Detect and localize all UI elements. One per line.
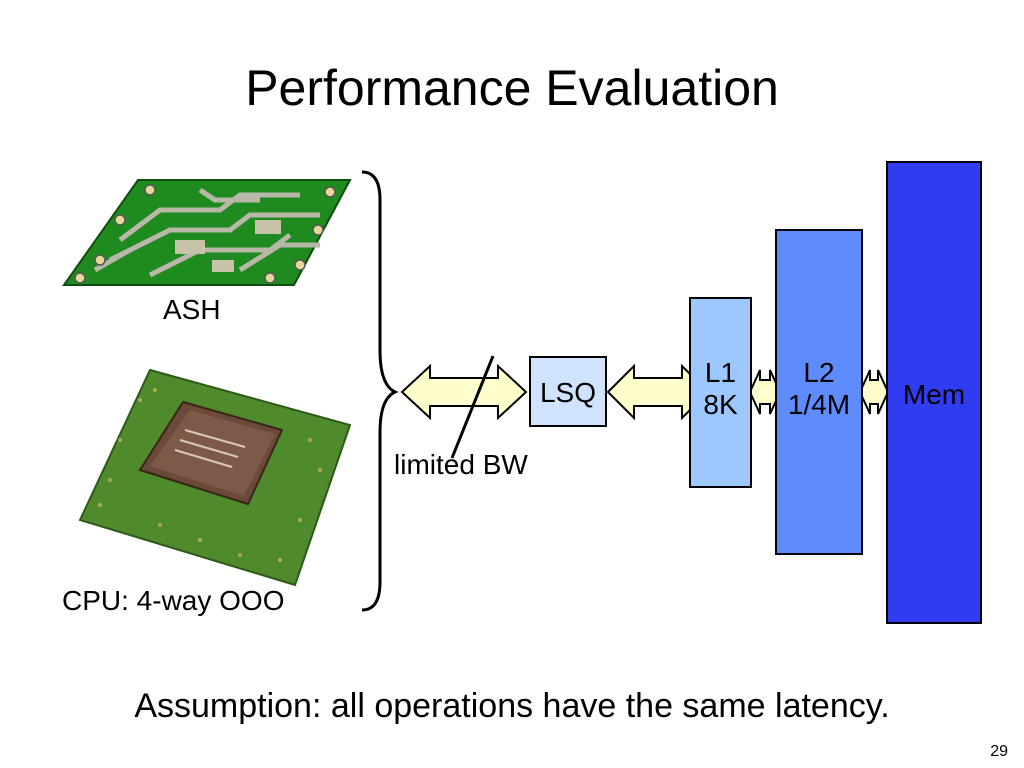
cpu-label: CPU: 4-way OOO <box>62 585 285 616</box>
assumption-text: Assumption: all operations have the same… <box>134 687 890 725</box>
l2-size: 1/4M <box>787 389 851 420</box>
mem-label: Mem <box>902 379 966 410</box>
l1-cache-box: L1 8K <box>689 297 752 488</box>
l2-cache-box: L2 1/4M <box>775 229 863 555</box>
lsq-box: LSQ <box>529 356 607 427</box>
l2-name: L2 <box>803 357 835 388</box>
memory-box: Mem <box>886 161 982 624</box>
circuit-board-icon <box>62 179 352 286</box>
arrow-l2-mem-icon <box>858 369 890 415</box>
slide-title: Performance Evaluation <box>245 60 779 116</box>
ash-label: ASH <box>163 294 221 325</box>
cpu-chip-icon <box>78 368 352 587</box>
slide-number: 29 <box>990 743 1008 760</box>
arrow-cpu-lsq-icon <box>400 363 528 421</box>
l1-name: L1 <box>704 357 737 388</box>
lsq-label: LSQ <box>539 377 597 408</box>
brace-icon <box>361 170 399 612</box>
bandwidth-note: limited BW <box>394 449 528 480</box>
bandwidth-slash-icon <box>450 355 495 459</box>
l1-size: 8K <box>703 389 738 420</box>
